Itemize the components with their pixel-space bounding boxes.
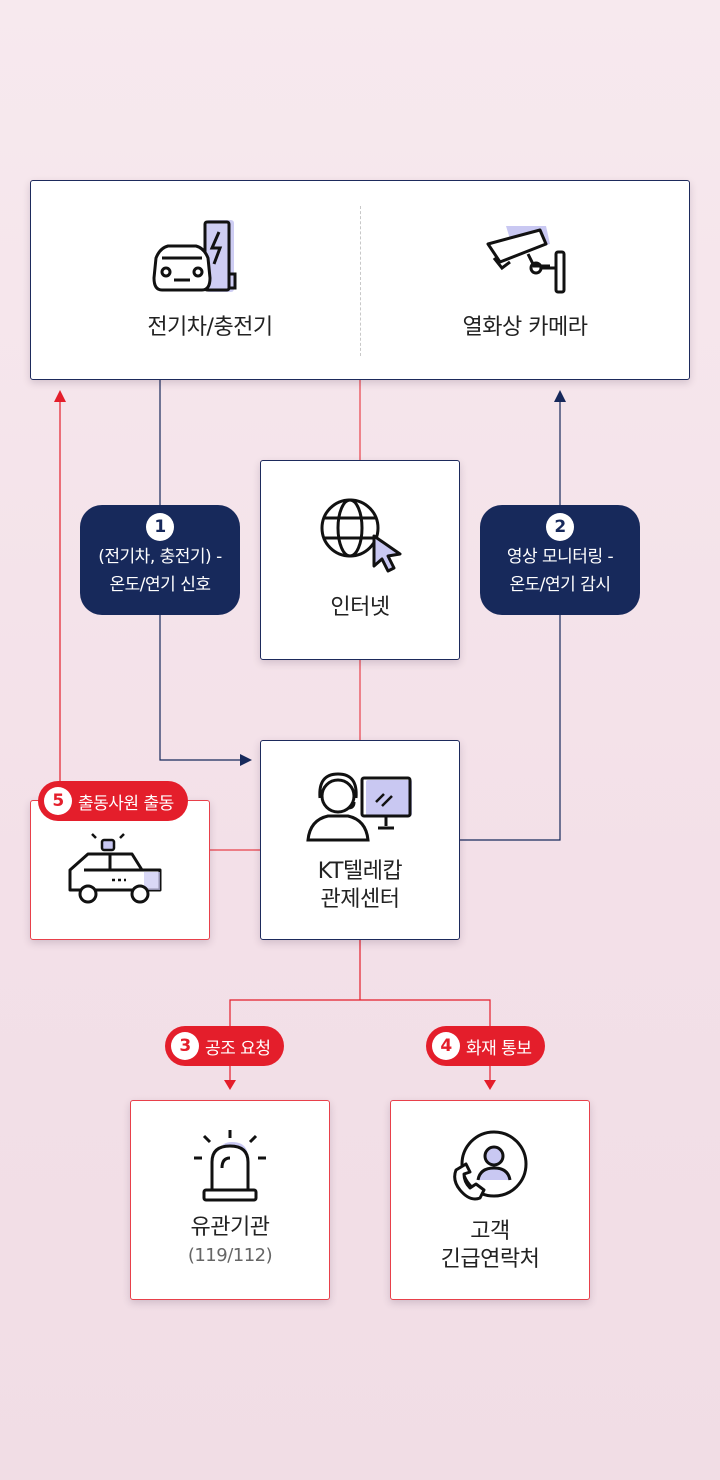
step2-line1: 영상 모니터링 -	[506, 547, 614, 567]
step3-number: 3	[171, 1032, 199, 1060]
step3-pill: 3 공조 요청	[165, 1026, 285, 1066]
customer-label-line2: 긴급연락처	[440, 1247, 540, 1272]
internet-label: 인터넷	[330, 595, 390, 620]
ev-label: 전기차/충전기	[147, 315, 273, 340]
patrol-car-icon	[68, 832, 162, 904]
siren-icon	[194, 1130, 266, 1202]
internet-box	[260, 460, 460, 660]
step2-pill: 2 영상 모니터링 - 온도/연기 감시	[480, 505, 640, 615]
center-label-line1: KT텔레캅	[317, 859, 403, 884]
agency-label: 유관기관	[190, 1215, 270, 1240]
camera-label: 열화상 카메라	[462, 315, 588, 340]
step2-number: 2	[546, 513, 574, 541]
cctv-camera-icon	[486, 226, 566, 294]
step1-line2: 온도/연기 신호	[109, 575, 211, 595]
operator-monitor-icon	[306, 772, 412, 842]
step4-label: 화재 통보	[466, 1038, 532, 1059]
step1-pill: 1 (전기차, 충전기) - 온도/연기 신호	[80, 505, 240, 615]
step1-number: 1	[146, 513, 174, 541]
step5-pill: 5 출동사원 출동	[38, 781, 188, 821]
step1-line1: (전기차, 충전기) -	[98, 547, 222, 567]
step4-pill: 4 화재 통보	[426, 1026, 546, 1066]
customer-label-line1: 고객	[470, 1219, 510, 1244]
phone-contact-icon	[453, 1130, 528, 1201]
step3-label: 공조 요청	[205, 1038, 271, 1059]
agency-sub: (119/112)	[187, 1245, 273, 1266]
step5-label: 출동사원 출동	[78, 793, 174, 814]
ev-charger-icon	[152, 220, 237, 292]
center-label-line2: 관제센터	[320, 887, 400, 912]
line-center-to-camera	[460, 390, 566, 841]
step4-number: 4	[432, 1032, 460, 1060]
step2-line2: 온도/연기 감시	[509, 575, 611, 595]
top-divider	[360, 206, 361, 356]
step5-number: 5	[44, 787, 72, 815]
globe-cursor-icon	[320, 498, 402, 573]
